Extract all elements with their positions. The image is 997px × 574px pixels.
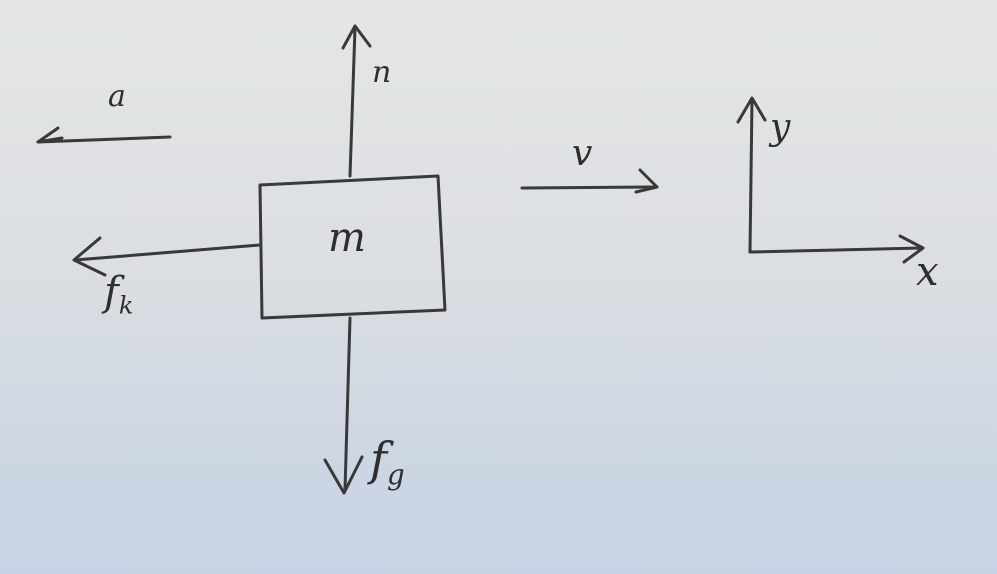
- friction-force-label: fk: [104, 272, 133, 317]
- friction-force-arrow: [73, 243, 262, 262]
- y-axis: [748, 98, 754, 254]
- velocity-arrow: [520, 185, 659, 190]
- gravity-force-subscript: g: [387, 458, 405, 492]
- normal-force-arrow: [348, 26, 357, 178]
- x-axis: [748, 246, 924, 254]
- mass-block: [258, 174, 447, 320]
- gravity-force-arrow: [343, 316, 352, 492]
- gravity-force-symbol: f: [370, 432, 388, 486]
- x-axis-label: x: [916, 249, 939, 295]
- friction-force-subscript: k: [118, 291, 134, 320]
- y-axis-label: y: [770, 107, 791, 148]
- normal-force-arrowhead: [341, 24, 372, 50]
- block-mass-label: m: [328, 215, 366, 261]
- acceleration-arrow: [36, 135, 172, 144]
- x-axis-arrowhead: [898, 234, 925, 264]
- y-axis-arrowhead: [736, 96, 767, 124]
- acceleration-arrowhead: [36, 126, 64, 144]
- gravity-force-arrowhead: [323, 455, 364, 495]
- friction-force-arrowhead: [72, 236, 107, 277]
- velocity-label: v: [572, 133, 593, 174]
- velocity-arrowhead: [634, 168, 659, 194]
- normal-force-label: n: [372, 55, 392, 90]
- friction-force-symbol: f: [104, 269, 119, 315]
- acceleration-label: a: [108, 79, 126, 114]
- gravity-force-label: fg: [370, 436, 405, 489]
